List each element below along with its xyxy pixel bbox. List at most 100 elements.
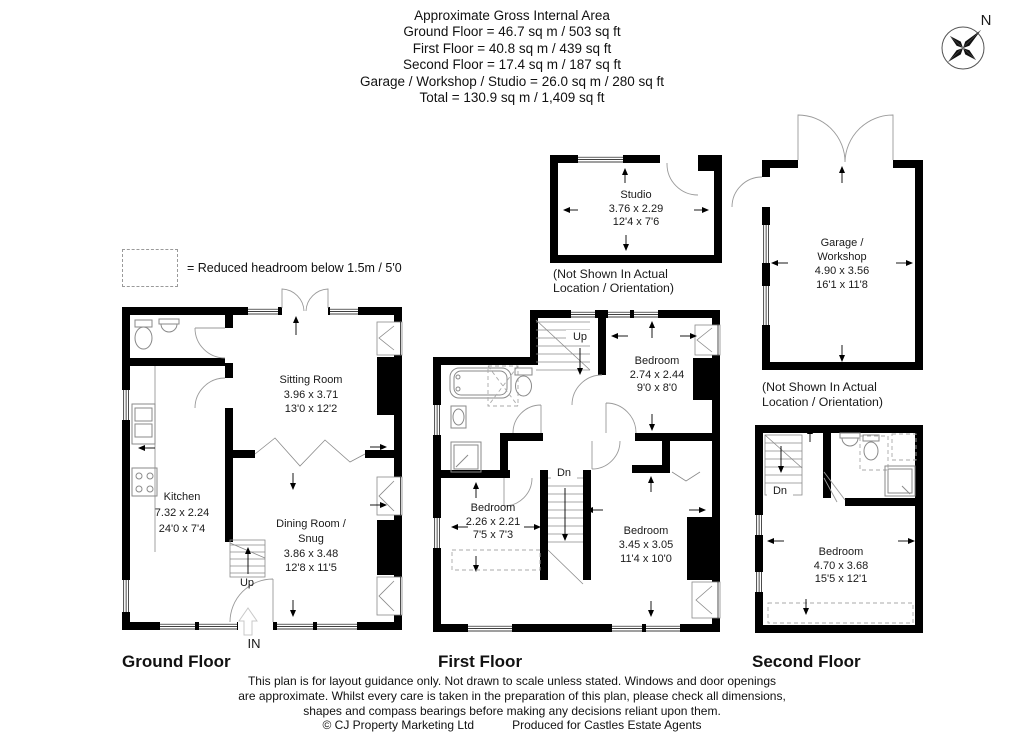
garage-plan: Garage / Workshop 4.90 x 3.56 16'1 x 11'… xyxy=(731,114,923,409)
studio-label: Studio xyxy=(620,189,651,201)
garage-label: Garage / xyxy=(821,237,865,249)
door-arc xyxy=(503,477,533,507)
window xyxy=(756,572,762,592)
window xyxy=(578,156,623,163)
wc-fixtures xyxy=(134,318,180,350)
casement-window xyxy=(376,321,403,356)
shower-icon xyxy=(450,441,482,473)
toilet-icon xyxy=(514,367,533,397)
studio-imperial: 12'4 x 7'6 xyxy=(613,216,659,228)
studio-dimension-arrows xyxy=(563,168,709,251)
studio-walls xyxy=(550,155,722,263)
stairs-down xyxy=(547,477,584,585)
garage-labels: Garage / Workshop 4.90 x 3.56 16'1 x 11'… xyxy=(762,237,883,409)
garage-metric: 4.90 x 3.56 xyxy=(815,265,869,277)
sitting-room-metric: 3.96 x 3.71 xyxy=(284,389,338,401)
area-line-second: Second Floor = 17.4 sq m / 187 sq ft xyxy=(403,57,621,73)
stairs-up-label: Up xyxy=(573,331,587,343)
second-floor-title: Second Floor xyxy=(752,652,861,671)
window xyxy=(248,308,278,315)
bedroom3-imperial: 11'4 x 10'0 xyxy=(620,553,672,565)
entrance-arrow-icon xyxy=(238,607,258,636)
second-walls xyxy=(755,425,923,633)
studio-metric: 3.76 x 2.29 xyxy=(609,203,663,215)
bedroom1-metric: 2.74 x 2.44 xyxy=(630,369,684,381)
area-line-first: First Floor = 40.8 sq m / 439 sq ft xyxy=(412,40,612,56)
studio-note-1: (Not Shown In Actual xyxy=(553,267,668,281)
bedroom-metric: 4.70 x 3.68 xyxy=(814,560,868,572)
entrance-door-arc xyxy=(229,578,274,623)
door-arc xyxy=(666,163,699,196)
toilet-icon xyxy=(134,326,153,350)
casement-window xyxy=(694,324,721,356)
reduced-headroom-patch xyxy=(487,365,519,407)
second-dimension-arrows xyxy=(767,427,915,615)
window xyxy=(434,518,440,548)
entrance-in-label: IN xyxy=(248,636,261,651)
bifold-door-icon xyxy=(671,471,701,482)
second-windows xyxy=(756,515,762,592)
kitchen-fixtures xyxy=(131,366,158,552)
garage-windows xyxy=(763,225,769,325)
stairs-up-label: Up xyxy=(240,577,254,589)
kitchen-imperial: 24'0 x 7'4 xyxy=(159,523,205,535)
door-arc xyxy=(823,471,846,503)
studio-plan: Studio 3.76 x 2.29 12'4 x 7'6 (Not Shown… xyxy=(550,155,722,295)
casement-window xyxy=(376,476,403,516)
door-arc xyxy=(194,377,226,409)
bathroom-fixtures xyxy=(449,365,533,473)
page-title: Approximate Gross Internal Area xyxy=(414,8,610,23)
window xyxy=(123,580,129,612)
cabinet xyxy=(891,433,917,461)
garage-note-1: (Not Shown In Actual xyxy=(762,380,877,394)
window xyxy=(756,515,762,535)
bedroom3-label: Bedroom xyxy=(624,525,669,537)
first-floor-title: First Floor xyxy=(438,652,523,671)
door-arc xyxy=(591,440,621,470)
shower-icon xyxy=(884,465,916,497)
legend-label: = Reduced headroom below 1.5m / 5'0 xyxy=(187,261,402,275)
garage-imperial: 16'1 x 11'8 xyxy=(816,279,868,291)
window xyxy=(277,623,357,630)
reduced-headroom-swatch-icon xyxy=(122,249,178,287)
garage-label2: Workshop xyxy=(817,251,866,263)
open-plan-divider xyxy=(254,437,366,467)
compass-north-label: N xyxy=(981,12,992,29)
reduced-headroom-legend: = Reduced headroom below 1.5m / 5'0 xyxy=(122,249,402,287)
window xyxy=(123,390,129,420)
stairs-down xyxy=(764,434,803,496)
disclaimer: This plan is for layout guidance only. N… xyxy=(0,674,1024,733)
reduced-headroom-area xyxy=(767,602,914,624)
garage-note-2: Location / Orientation) xyxy=(762,395,883,409)
stairs-dn-label: Dn xyxy=(773,485,787,497)
stairs-up xyxy=(535,319,591,375)
bedroom1-label: Bedroom xyxy=(635,355,680,367)
window xyxy=(160,623,237,630)
toilet-icon xyxy=(134,319,153,328)
stairs-up xyxy=(229,539,266,578)
copyright-text: © CJ Property Marketing Ltd xyxy=(322,718,475,733)
bedroom2-label: Bedroom xyxy=(471,502,516,514)
window xyxy=(608,311,658,318)
kitchen-metric: 7.32 x 2.24 xyxy=(155,507,209,519)
window xyxy=(763,286,769,325)
casement-window xyxy=(691,581,721,619)
toilet-icon xyxy=(862,434,880,461)
stove-icon xyxy=(131,467,158,497)
bedroom-imperial: 15'5 x 12'1 xyxy=(815,573,868,585)
ground-windows xyxy=(123,308,403,630)
disclaimer-line-2: are approximate. Whilst every care is ta… xyxy=(238,688,786,703)
window xyxy=(330,308,358,315)
reduced-headroom-area xyxy=(451,549,541,571)
sink-icon xyxy=(450,405,467,429)
sink-icon xyxy=(839,432,861,447)
dining-room-label: Dining Room / xyxy=(276,518,347,530)
door-arcs xyxy=(503,374,701,507)
dining-room-imperial: 12'8 x 11'5 xyxy=(285,562,337,574)
header-area: Approximate Gross Internal Area Ground F… xyxy=(0,8,1024,106)
compass-icon: N xyxy=(941,12,992,70)
reduced-headroom-patch xyxy=(859,435,889,471)
bedroom2-imperial: 7'5 x 7'3 xyxy=(473,529,513,541)
